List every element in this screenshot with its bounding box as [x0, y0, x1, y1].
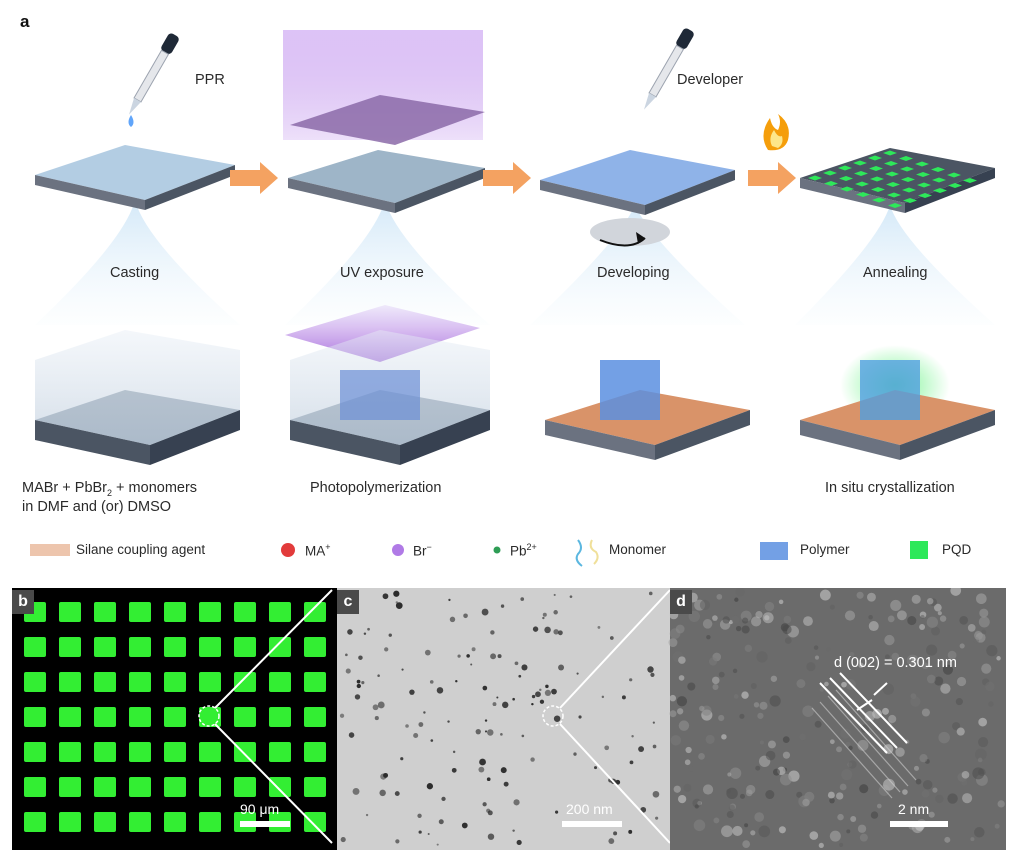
- panel-b-zoom-circle: [198, 705, 220, 727]
- developer-dropper-icon: [644, 28, 694, 110]
- ppr-label: PPR: [195, 72, 225, 88]
- developing-substrate: [540, 150, 735, 247]
- legend-ma: MA+: [305, 542, 331, 559]
- flame-icon: [763, 114, 789, 151]
- panel-c-zoom-circle: [542, 705, 564, 727]
- step-arrows: [230, 162, 796, 194]
- legend-icons: [30, 539, 928, 567]
- step-casting: Casting: [110, 265, 160, 281]
- legend-pb: Pb2+: [510, 542, 537, 559]
- step-annealing: Annealing: [863, 265, 928, 281]
- ma-ion-icon: [281, 543, 295, 557]
- step-uv-exposure: UV exposure: [340, 265, 424, 281]
- legend-polymer: Polymer: [800, 542, 850, 557]
- legend-monomer: Monomer: [609, 542, 667, 557]
- droplet-icon: [128, 115, 134, 127]
- micrograph-panels: [12, 588, 1006, 850]
- d-spacing-annotation: d (002) = 0.301 nm: [834, 655, 957, 671]
- panel-c-letter: c: [337, 590, 359, 614]
- step-developing: Developing: [597, 265, 670, 281]
- hrtem-texture: [668, 588, 1005, 849]
- casting-substrate: [35, 145, 235, 210]
- panel-c-scale-label: 200 nm: [566, 801, 613, 817]
- panel-d-scale-bar: [890, 821, 948, 827]
- br-ion-icon: [392, 544, 404, 556]
- photomask: [290, 95, 485, 145]
- panel-b-scale-bar: [240, 821, 290, 827]
- developed-polymer-block: [545, 360, 750, 460]
- pqd-square-grid: [808, 150, 977, 208]
- d-spacing-marker: [819, 672, 908, 754]
- uv-substrate: [288, 150, 485, 213]
- silane-coupling-agent-icon: [30, 544, 70, 556]
- legend-br: Br−: [413, 542, 432, 559]
- pqd-icon: [910, 541, 928, 559]
- panel-d-image: [670, 588, 1006, 850]
- casting-solution-box: [35, 330, 240, 465]
- legend-silane: Silane coupling agent: [76, 542, 206, 557]
- crystallized-block: [800, 345, 995, 460]
- panel-d-letter: d: [670, 590, 692, 614]
- panel-c-image: [337, 588, 670, 850]
- casting-caption-line1: MABr + PbBr2 + monomers: [22, 480, 198, 498]
- uv-caption: Photopolymerization: [310, 480, 442, 496]
- casting-caption-line2: in DMF and (or) DMSO: [22, 499, 172, 515]
- uv-solution-box: [285, 305, 490, 465]
- panel-b-scale-label: 90 μm: [240, 801, 280, 817]
- panel-c-scale-bar: [562, 821, 622, 827]
- legend-pqd: PQD: [942, 542, 972, 557]
- quantum-dot-particles: [339, 590, 660, 846]
- lattice-fringes: [811, 689, 917, 799]
- ppr-dropper-icon: [129, 33, 179, 115]
- pb-ion-icon: [493, 546, 501, 554]
- developer-label: Developer: [677, 72, 744, 88]
- zoom-cones: [35, 200, 995, 325]
- panel-d-scale-label: 2 nm: [898, 801, 930, 817]
- monomer-icon: [575, 539, 599, 567]
- panel-a-schematic: [30, 28, 995, 567]
- panel-b-letter: b: [12, 590, 34, 614]
- annealing-caption: In situ crystallization: [825, 480, 955, 496]
- panel-a-letter: a: [20, 12, 30, 31]
- polymer-icon: [760, 542, 788, 560]
